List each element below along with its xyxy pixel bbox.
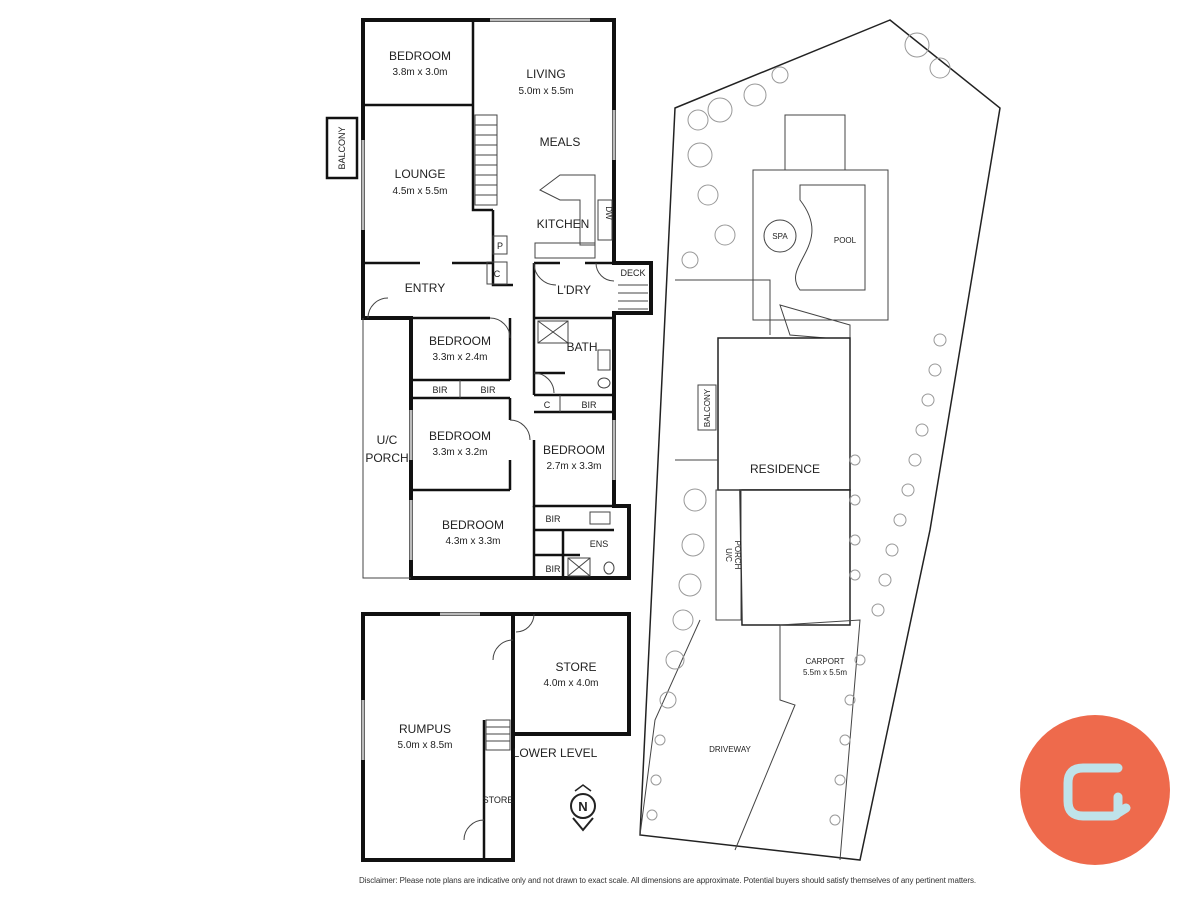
store-1-label: STORE (555, 660, 596, 674)
pantry-label: P (497, 241, 503, 251)
bedroom-2-label: BEDROOM (429, 334, 491, 348)
cupboard-1-label: C (494, 269, 501, 279)
balcony-label: BALCONY (337, 126, 347, 169)
store-1-size: 4.0m x 4.0m (543, 678, 598, 689)
store-2-label: STORE (483, 795, 514, 805)
ensuite-label: ENS (590, 539, 609, 549)
bedroom-3-label: BEDROOM (429, 429, 491, 443)
bedroom-1-size: 3.8m x 3.0m (392, 67, 447, 78)
rumpus-size: 5.0m x 8.5m (397, 740, 452, 751)
carport-size: 5.5m x 5.5m (803, 668, 847, 677)
living-label: LIVING (526, 67, 565, 81)
kitchen-label: KITCHEN (537, 217, 590, 231)
letter-g-icon (1063, 763, 1131, 821)
north-arrow-icon (570, 784, 596, 832)
bedroom-3-size: 3.3m x 3.2m (432, 447, 487, 458)
compass-letter: N (578, 799, 587, 814)
bir-5-label: BIR (545, 564, 561, 574)
bedroom-2-size: 3.3m x 2.4m (432, 352, 487, 363)
bir-4-label: BIR (545, 514, 561, 524)
carport-label: CARPORT (806, 657, 845, 666)
brand-logo (1020, 715, 1170, 865)
lounge-size: 4.5m x 5.5m (392, 186, 447, 197)
site-balcony-label: BALCONY (703, 388, 712, 427)
dishwasher-label: DW (604, 206, 613, 220)
meals-label: MEALS (540, 135, 581, 149)
spa-label: SPA (772, 232, 788, 241)
bedroom-1-label: BEDROOM (389, 49, 451, 63)
lounge-label: LOUNGE (395, 167, 446, 181)
lower-level-label: LOWER LEVEL (513, 746, 598, 760)
balcony-tab (325, 116, 359, 180)
bedroom-5-label: BEDROOM (442, 518, 504, 532)
site-porch-label-1: U/C (724, 548, 733, 562)
bir-2-label: BIR (480, 385, 496, 395)
bedroom-5-size: 4.3m x 3.3m (445, 536, 500, 547)
bath-label: BATH (566, 340, 597, 354)
lower-level-plan (361, 612, 631, 862)
residence-label: RESIDENCE (750, 462, 820, 476)
pool-label: POOL (834, 236, 857, 245)
living-size: 5.0m x 5.5m (518, 86, 573, 97)
main-floor-plan (361, 18, 653, 580)
site-plan (639, 19, 1001, 861)
deck-label: DECK (620, 268, 645, 278)
bir-1-label: BIR (432, 385, 448, 395)
site-porch-label-2: PORCH (733, 541, 742, 570)
bir-3-label: BIR (581, 400, 597, 410)
laundry-label: L'DRY (557, 283, 591, 297)
driveway-label: DRIVEWAY (709, 745, 751, 754)
entry-label: ENTRY (405, 281, 445, 295)
bedroom-4-label: BEDROOM (543, 443, 605, 457)
bedroom-4-size: 2.7m x 3.3m (546, 461, 601, 472)
trees (646, 32, 951, 826)
rumpus-label: RUMPUS (399, 722, 451, 736)
cupboard-2-label: C (544, 400, 551, 410)
disclaimer-text: Disclaimer: Please note plans are indica… (359, 876, 976, 885)
porch-label-2: PORCH (365, 451, 408, 465)
porch-label-1: U/C (377, 433, 398, 447)
